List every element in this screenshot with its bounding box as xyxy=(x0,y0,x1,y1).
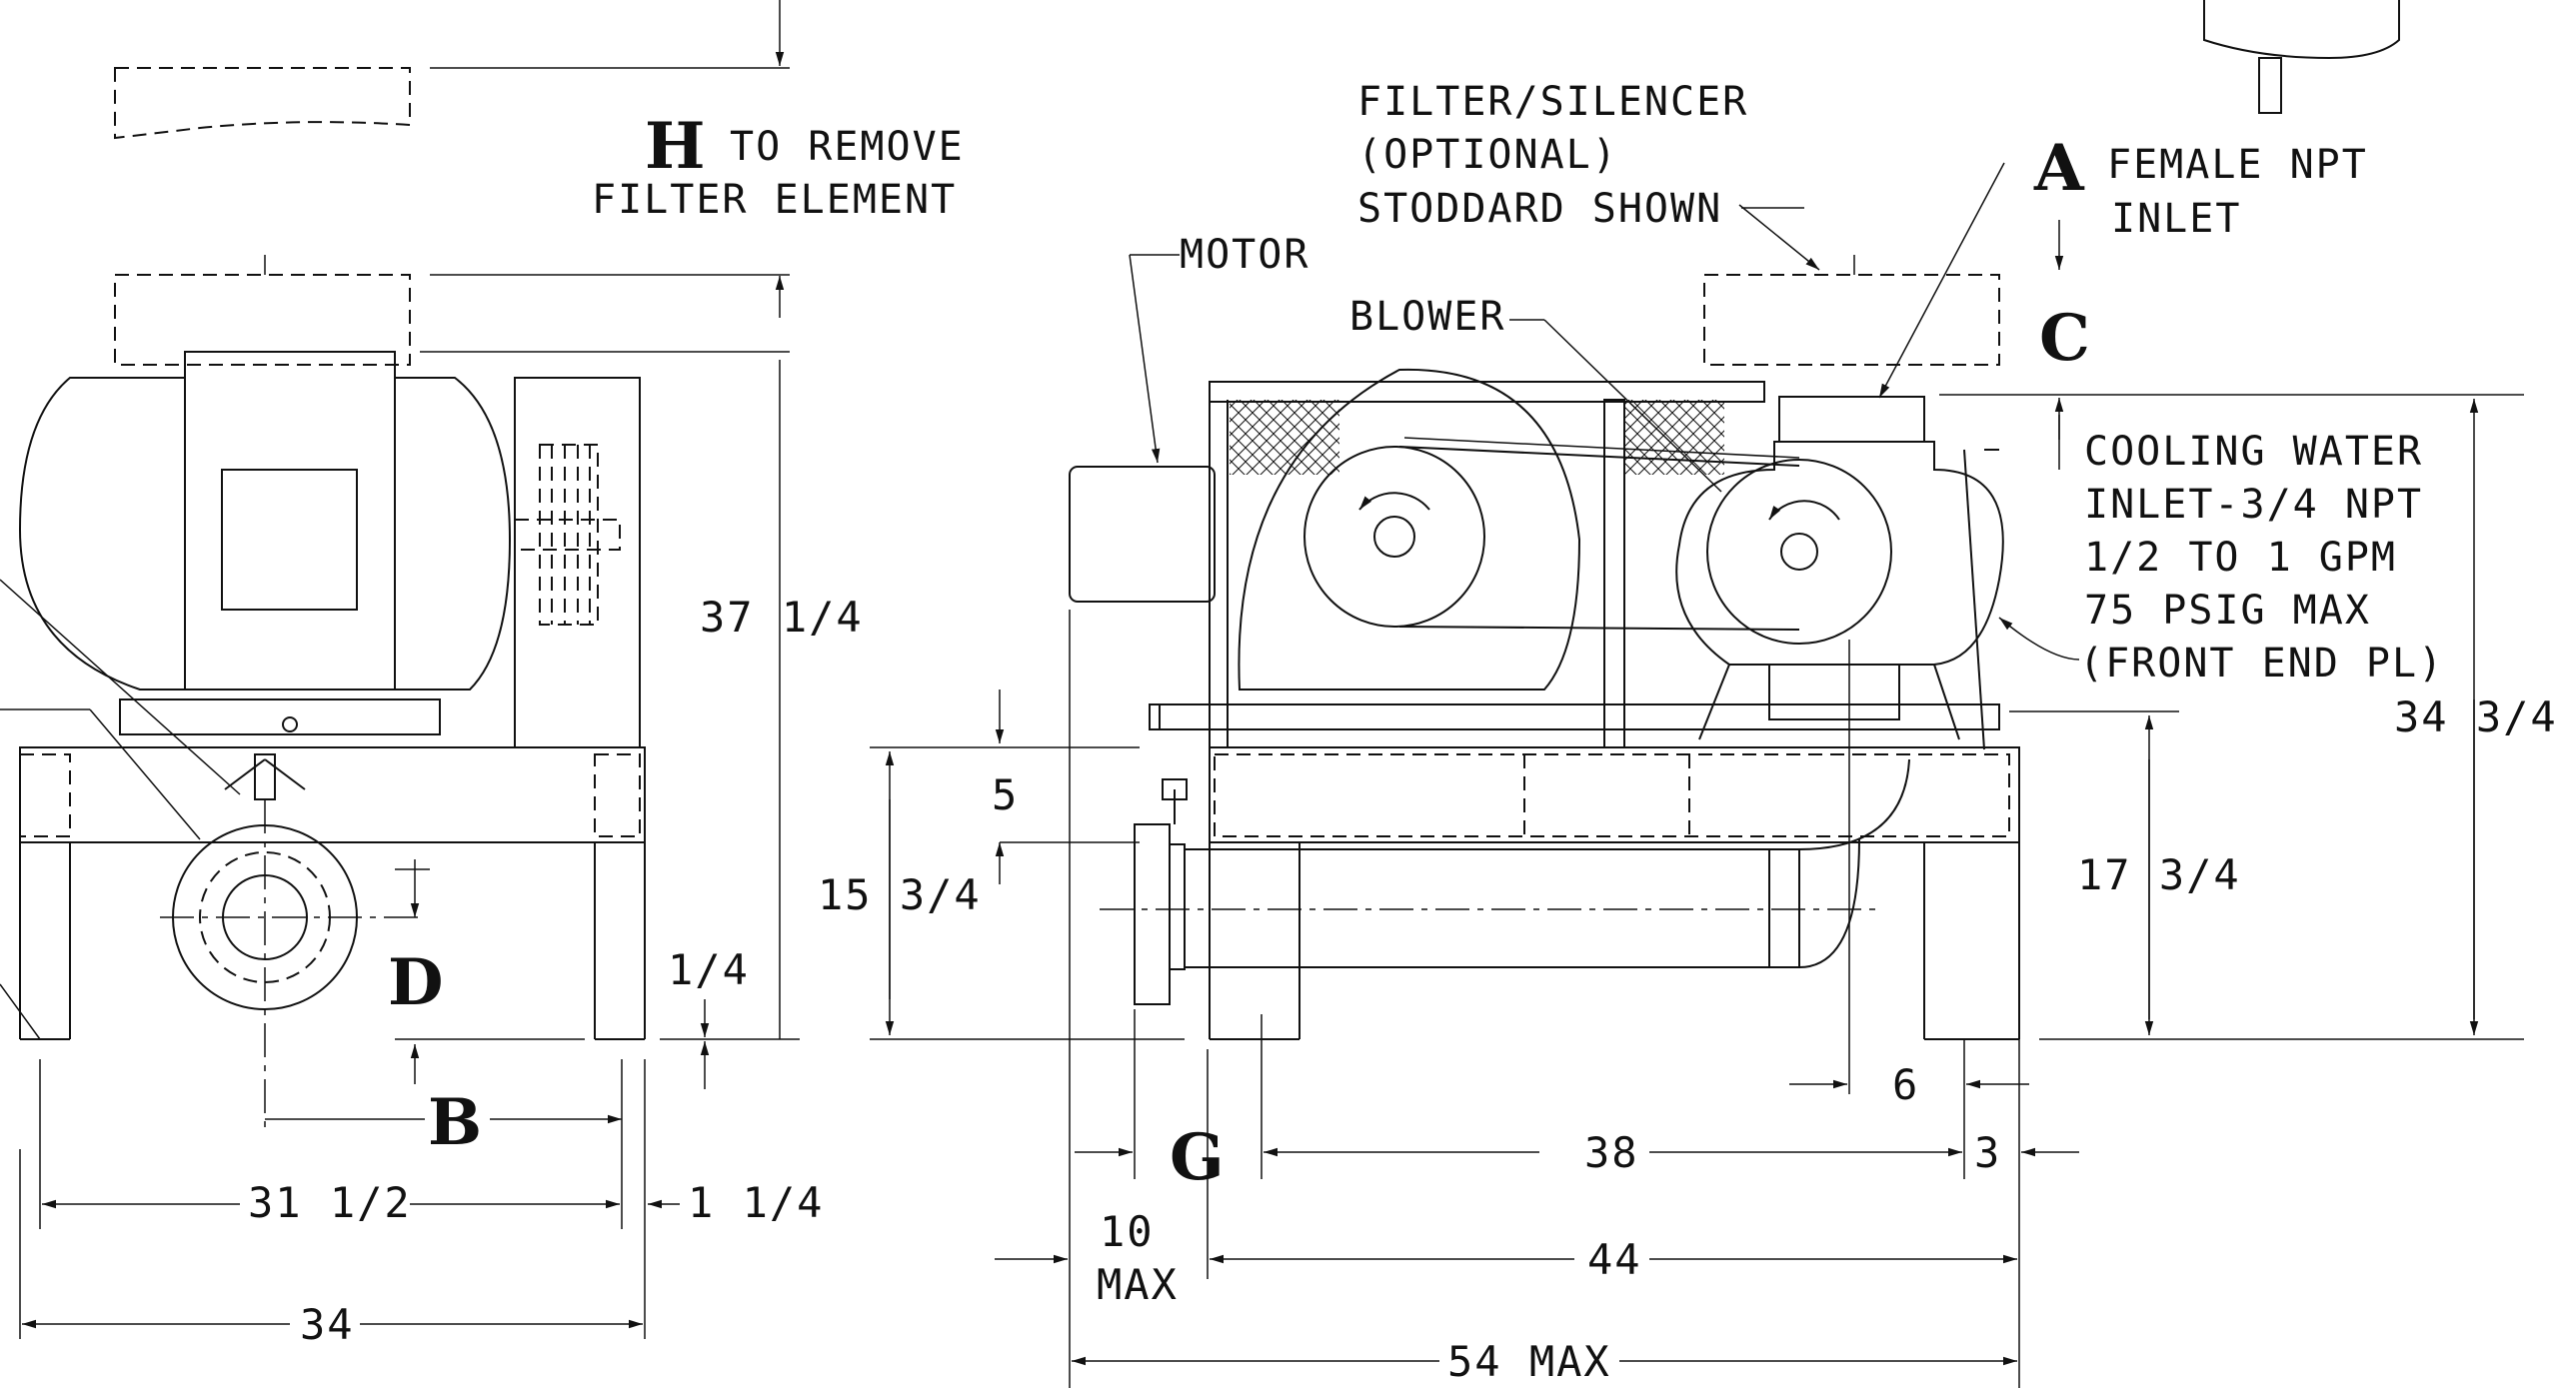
base-end-view xyxy=(19,746,646,843)
filter-outline-side xyxy=(1703,274,2000,366)
motor-sheave xyxy=(1303,446,1485,628)
dim-3: 3 xyxy=(1974,1128,2001,1177)
guard-mesh-left xyxy=(1230,400,1339,475)
cooling-label-line4: 75 PSIG MAX xyxy=(2084,588,2371,634)
motor-end-view xyxy=(18,351,512,691)
key-h: H xyxy=(645,109,705,184)
dim-54-max: 54 MAX xyxy=(1447,1337,1611,1386)
discharge-flange-side xyxy=(1134,823,1171,1005)
dim-10: 10 xyxy=(1100,1207,1155,1256)
blower-casing xyxy=(1675,441,2004,666)
dim-17-3-4: 17 3/4 xyxy=(2077,850,2241,899)
dim-5: 5 xyxy=(992,770,1019,819)
dim-1-1-4: 1 1/4 xyxy=(688,1178,824,1227)
blower-sheave xyxy=(1706,459,1892,645)
cooling-label-line1: COOLING WATER xyxy=(2084,429,2423,475)
filter-label-line2: (OPTIONAL) xyxy=(1357,132,1618,178)
end-view xyxy=(0,0,800,1339)
dim-34: 34 xyxy=(300,1300,355,1349)
key-c: C xyxy=(2039,301,2090,376)
filter-label-line1: FILTER/SILENCER xyxy=(1357,79,1748,125)
filter-label-line3: STODDARD SHOWN xyxy=(1357,186,1722,232)
dim-6: 6 xyxy=(1892,1060,1919,1109)
h-note-line2: FILTER ELEMENT xyxy=(592,177,957,223)
key-g: G xyxy=(1170,1120,1225,1195)
guard-mesh-right xyxy=(1624,400,1724,475)
inlet-label-line2: INLET xyxy=(2111,196,2241,242)
dim-1-4: 1/4 xyxy=(668,945,750,994)
dim-44: 44 xyxy=(1587,1235,1642,1284)
motor-body-side xyxy=(1069,466,1216,603)
h-note-line1: TO REMOVE xyxy=(730,124,965,170)
filter-outline-end xyxy=(114,274,411,366)
key-d: D xyxy=(388,945,444,1020)
dim-31-1-2: 31 1/2 xyxy=(248,1178,412,1227)
inlet-label-line1: FEMALE NPT xyxy=(2107,142,2368,188)
base-side-view xyxy=(1209,746,2020,843)
filter-removal-outline xyxy=(114,67,411,140)
motor-label: MOTOR xyxy=(1180,232,1309,278)
key-a: A xyxy=(2033,131,2085,206)
blower-label: BLOWER xyxy=(1349,294,1506,340)
key-b: B xyxy=(428,1085,482,1160)
dim-38: 38 xyxy=(1584,1128,1639,1177)
dim-max: MAX xyxy=(1097,1260,1179,1309)
cooling-label-line3: 1/2 TO 1 GPM xyxy=(2084,535,2397,581)
motor-sheave-housing xyxy=(1238,368,1581,691)
discharge-elbow xyxy=(1769,758,1910,850)
dim-34-3-4: 34 3/4 xyxy=(2394,693,2558,741)
dim-37-1-4: 37 1/4 xyxy=(700,593,864,642)
cooling-label-line5: (FRONT END PL) xyxy=(2079,641,2444,687)
cooling-label-line2: INLET-3/4 NPT xyxy=(2084,482,2423,528)
side-view xyxy=(870,0,2524,1388)
dim-15-3-4: 15 3/4 xyxy=(818,870,982,919)
